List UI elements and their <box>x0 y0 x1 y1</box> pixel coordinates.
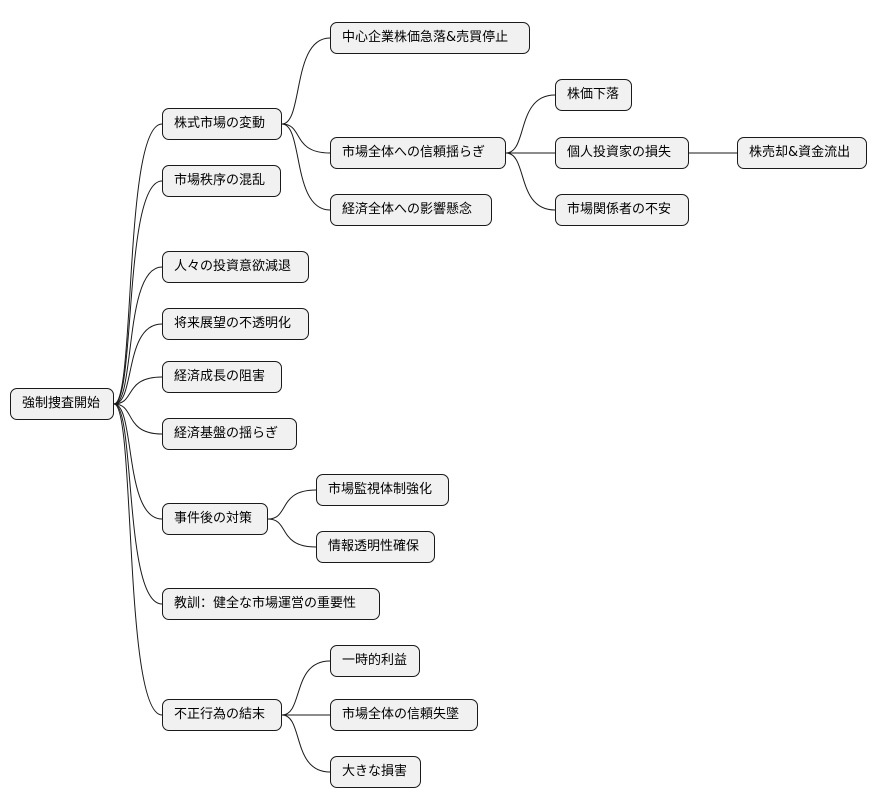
connector-line <box>281 123 331 211</box>
connector-line <box>113 123 163 405</box>
connector-line <box>113 403 163 716</box>
leaf-market-surveillance-strengthening: 市場監視体制強化 <box>316 474 449 506</box>
leaf-temporary-profit: 一時的利益 <box>330 645 420 677</box>
leaf-economy-impact-concern: 経済全体への影響懸念 <box>330 194 492 226</box>
connector-line <box>267 489 317 520</box>
connector-line <box>281 123 331 154</box>
connector-line <box>113 180 163 405</box>
root-node: 強制捜査開始 <box>10 388 114 420</box>
connector-line <box>113 376 163 405</box>
leaf-information-transparency: 情報透明性確保 <box>316 531 435 563</box>
branch-economic-growth-hindrance: 経済成長の阻害 <box>162 361 282 393</box>
leaf-market-participant-anxiety: 市場関係者の不安 <box>555 194 689 226</box>
leaf-market-trust-loss: 市場全体の信頼失墜 <box>330 699 478 731</box>
leaf-stock-sale-capital-outflow: 株売却&資金流出 <box>737 137 867 169</box>
branch-market-order-disruption: 市場秩序の混乱 <box>162 165 281 197</box>
branch-stock-market-fluctuation: 株式市場の変動 <box>162 108 282 140</box>
connector-line <box>267 518 317 548</box>
branch-investment-appetite-decline: 人々の投資意欲減退 <box>162 251 309 283</box>
branch-post-incident-measures: 事件後の対策 <box>162 503 268 535</box>
connector-line <box>281 714 331 773</box>
connector-line <box>113 403 163 520</box>
connector-line <box>281 37 331 125</box>
leaf-core-company-stock-crash: 中心企業株価急落&売買停止 <box>330 22 530 54</box>
connector-line <box>505 94 556 154</box>
connector-line <box>113 266 163 405</box>
node-market-confidence-shaken: 市場全体への信頼揺らぎ <box>330 137 506 169</box>
leaf-major-damage: 大きな損害 <box>330 756 421 788</box>
node-individual-investor-losses: 個人投資家の損失 <box>555 137 689 169</box>
connector-line <box>113 323 163 405</box>
connector-line <box>281 660 331 716</box>
branch-economic-foundation-shaken: 経済基盤の揺らぎ <box>162 418 297 450</box>
connector-line <box>113 403 163 435</box>
branch-lesson-healthy-market: 教訓：健全な市場運営の重要性 <box>162 588 380 620</box>
connector-line <box>113 403 163 605</box>
connector-line <box>505 152 556 211</box>
leaf-stock-price-decline: 株価下落 <box>555 79 632 111</box>
branch-misconduct-consequence: 不正行為の結末 <box>162 699 282 731</box>
branch-future-outlook-uncertainty: 将来展望の不透明化 <box>162 308 309 340</box>
